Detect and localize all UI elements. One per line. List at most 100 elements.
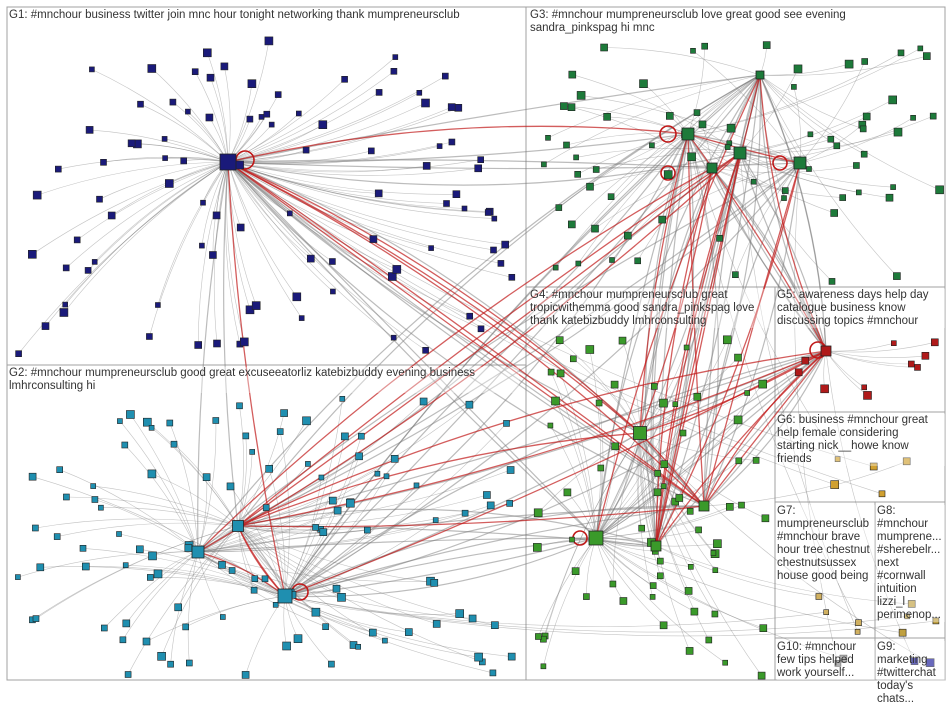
node-icon bbox=[305, 461, 310, 466]
edge-gray bbox=[544, 75, 760, 164]
node-icon bbox=[219, 561, 226, 568]
group-label-g6: G6: business #mnchour great help female … bbox=[777, 414, 945, 466]
node-icon bbox=[691, 48, 696, 53]
node-icon bbox=[423, 162, 430, 169]
node-icon bbox=[553, 265, 558, 270]
node-icon bbox=[936, 186, 944, 194]
edge-gray bbox=[826, 342, 935, 352]
node-icon bbox=[329, 259, 335, 265]
node-icon bbox=[391, 68, 397, 74]
node-icon bbox=[862, 59, 868, 65]
node-icon bbox=[673, 402, 678, 407]
edge-gray bbox=[800, 62, 865, 164]
node-icon bbox=[702, 43, 708, 49]
hub-node-icon bbox=[233, 521, 244, 532]
node-icon bbox=[725, 145, 730, 150]
group-label-g10: G10: #mnchour few tips helped work yours… bbox=[777, 641, 875, 680]
node-icon bbox=[299, 316, 304, 321]
node-icon bbox=[154, 570, 162, 578]
node-icon bbox=[762, 515, 769, 522]
node-icon bbox=[307, 255, 314, 262]
node-icon bbox=[649, 143, 654, 148]
node-icon bbox=[323, 624, 329, 630]
node-icon bbox=[575, 171, 581, 177]
group-label-g3: G3: #mnchour mumpreneursclub love great … bbox=[530, 9, 930, 35]
node-icon bbox=[886, 194, 893, 201]
node-icon bbox=[329, 497, 336, 504]
node-icon bbox=[601, 44, 608, 51]
node-icon bbox=[125, 672, 131, 678]
node-icon bbox=[199, 243, 204, 248]
node-icon bbox=[117, 419, 122, 424]
node-icon bbox=[660, 399, 668, 407]
group-label-g7: G7: mumpreneursclub #mnchour brave hour … bbox=[777, 505, 875, 583]
node-icon bbox=[123, 563, 128, 568]
hub-node-icon bbox=[756, 71, 764, 79]
node-icon bbox=[576, 261, 581, 266]
hub-node-icon bbox=[699, 501, 709, 511]
node-icon bbox=[265, 37, 273, 45]
node-icon bbox=[37, 564, 44, 571]
node-icon bbox=[596, 400, 602, 406]
node-icon bbox=[655, 470, 661, 476]
node-icon bbox=[442, 73, 448, 79]
node-icon bbox=[654, 489, 661, 496]
node-icon bbox=[736, 458, 742, 464]
node-icon bbox=[533, 543, 541, 551]
node-icon bbox=[163, 156, 168, 161]
node-icon bbox=[541, 664, 546, 669]
node-icon bbox=[455, 104, 462, 111]
edge-gray bbox=[141, 104, 229, 162]
node-icon bbox=[753, 457, 759, 463]
edge-gray bbox=[228, 103, 426, 162]
node-icon bbox=[891, 341, 896, 346]
node-icon bbox=[146, 334, 152, 340]
node-icon bbox=[251, 587, 257, 593]
edge-gray bbox=[596, 538, 763, 628]
node-icon bbox=[568, 221, 575, 228]
node-icon bbox=[264, 111, 270, 117]
node-icon bbox=[149, 425, 154, 430]
node-icon bbox=[168, 661, 174, 667]
node-icon bbox=[845, 60, 853, 68]
node-icon bbox=[248, 80, 256, 88]
node-icon bbox=[201, 200, 206, 205]
hub-node-icon bbox=[634, 427, 647, 440]
hub-node-icon bbox=[278, 589, 292, 603]
node-icon bbox=[687, 508, 693, 514]
node-icon bbox=[759, 380, 767, 388]
node-icon bbox=[661, 461, 668, 468]
node-icon bbox=[221, 63, 228, 70]
node-icon bbox=[557, 370, 564, 377]
node-icon bbox=[923, 53, 930, 60]
node-icon bbox=[691, 608, 698, 615]
node-icon bbox=[126, 411, 134, 419]
node-icon bbox=[475, 165, 482, 172]
node-icon bbox=[55, 166, 61, 172]
edge-gray bbox=[120, 421, 198, 552]
node-icon bbox=[502, 241, 509, 248]
edge-gray bbox=[149, 162, 228, 337]
node-icon bbox=[612, 443, 619, 450]
node-icon bbox=[148, 65, 156, 73]
node-icon bbox=[592, 225, 599, 232]
node-icon bbox=[303, 147, 309, 153]
node-icon bbox=[821, 385, 829, 393]
node-icon bbox=[807, 167, 812, 172]
node-icon bbox=[444, 201, 450, 207]
node-icon bbox=[593, 167, 599, 173]
node-icon bbox=[16, 351, 22, 357]
node-icon bbox=[475, 653, 483, 661]
node-icon bbox=[598, 465, 604, 471]
node-icon bbox=[296, 111, 301, 116]
node-icon bbox=[478, 326, 484, 332]
node-icon bbox=[80, 545, 86, 551]
edge-gray bbox=[285, 596, 936, 636]
node-icon bbox=[28, 250, 36, 258]
node-icon bbox=[650, 583, 656, 589]
node-icon bbox=[181, 158, 187, 164]
node-icon bbox=[122, 442, 128, 448]
node-icon bbox=[91, 484, 96, 489]
node-icon bbox=[33, 616, 39, 622]
node-icon bbox=[393, 265, 401, 273]
